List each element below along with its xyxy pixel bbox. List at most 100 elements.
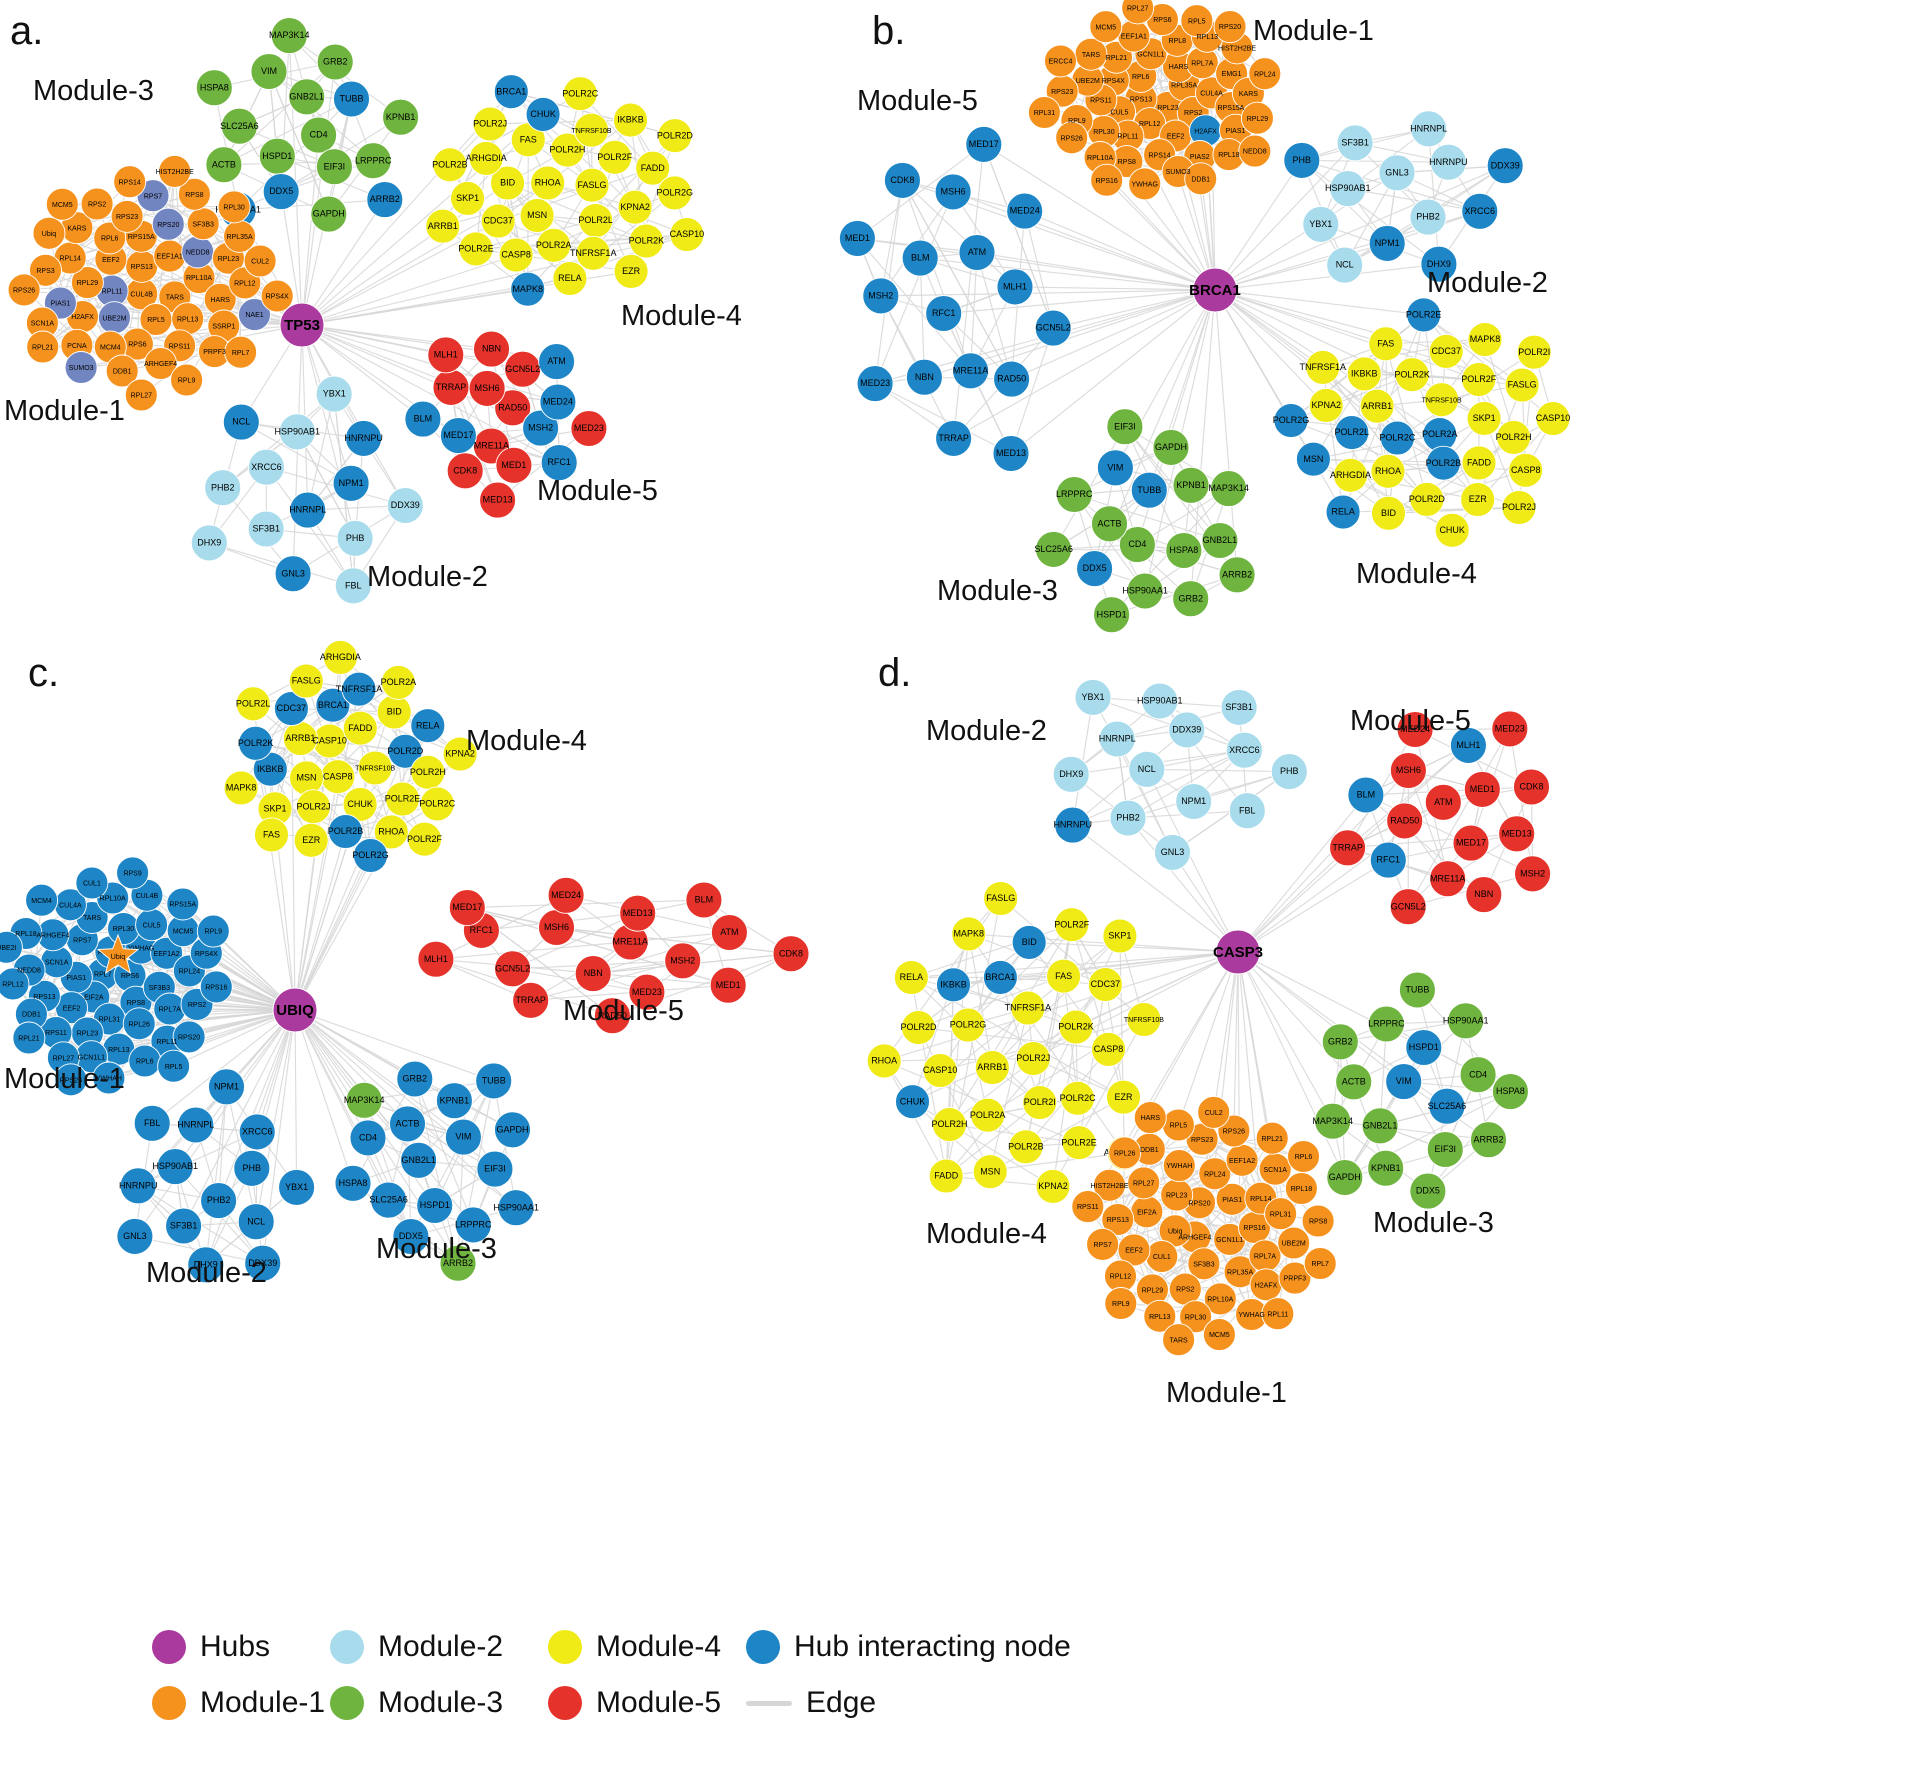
node-label: CD4 — [359, 1133, 377, 1143]
node-label: RPL14 — [59, 256, 81, 263]
node-label: RHOA — [535, 178, 561, 188]
node-label: EEF1A1 — [1121, 34, 1147, 41]
legend-label: Edge — [806, 1686, 877, 1719]
node-label: RPL21 — [1261, 1136, 1283, 1143]
node-label: MRE11A — [474, 441, 509, 451]
node-ARHGDIA — [468, 140, 504, 176]
node-label: CUL4A — [1200, 91, 1223, 98]
node-label: RPS11 — [45, 1030, 67, 1037]
hub-node-TP53 — [279, 302, 325, 348]
node-RPL7 — [1303, 1247, 1337, 1280]
node-label: GAPDH — [1155, 442, 1187, 452]
node-label: MCM4 — [100, 345, 121, 352]
node-label: EZR — [1115, 1092, 1134, 1102]
node-label: EEF1A2 — [1229, 1158, 1255, 1165]
legend-label: Module-1 — [200, 1686, 326, 1719]
node-label: RPS4X — [195, 951, 218, 958]
node-label: DDB1 — [1140, 1147, 1159, 1154]
node-label: RFC1 — [1377, 855, 1401, 865]
node-KPNB1 — [1367, 1149, 1405, 1187]
node-HNRNPL — [289, 491, 327, 529]
node-label: MAPK8 — [226, 783, 257, 793]
node-RPL11 — [1261, 1297, 1295, 1331]
node-POLR2C — [1379, 420, 1415, 456]
node-Ubiq — [1158, 1214, 1192, 1248]
node-MED23 — [1491, 710, 1529, 748]
node-label: RPS6 — [1153, 17, 1171, 24]
node-RPL27 — [124, 378, 158, 412]
node-POLR2J — [1015, 1041, 1051, 1077]
node-MAPK8 — [510, 271, 546, 307]
node-ARRB2 — [1470, 1121, 1507, 1159]
module1-swatch-icon — [152, 1686, 186, 1720]
node-label: HARS — [210, 297, 230, 304]
node-IKBKB — [613, 102, 648, 138]
node-label: TNFRSF10B — [1124, 1017, 1164, 1024]
node-ARHGEF4 — [144, 347, 178, 380]
node-label: RPL9 — [1068, 118, 1086, 125]
node-FADD — [928, 1158, 964, 1194]
node-RPL26 — [122, 1007, 156, 1041]
node-HSP90AB1 — [1141, 682, 1179, 720]
node-YBX1 — [1074, 678, 1112, 716]
node-label: ATM — [547, 356, 565, 366]
node-label: DHX9 — [1059, 769, 1083, 779]
node-label: VIM — [1396, 1076, 1412, 1086]
node-label: NBN — [482, 344, 501, 354]
node-ARRB1 — [425, 208, 461, 244]
node-FBL — [133, 1104, 171, 1142]
node-label: RPL30 — [223, 205, 245, 212]
node-label: RPL30 — [1185, 1314, 1207, 1321]
node-TRRAP — [935, 419, 973, 457]
node-PHB — [336, 519, 374, 557]
node-label: RPS16 — [205, 985, 227, 992]
node-RELA — [410, 708, 446, 744]
node-label: RPL9 — [1112, 1301, 1130, 1308]
module4-swatch-icon — [548, 1630, 582, 1664]
node-DDX5 — [1076, 550, 1114, 588]
node-group: NCLDDX39NPM1HNRNPLXRCC6PHB2HSP90AB1FBLDH… — [866, 678, 1552, 1357]
node-SF3B1 — [1336, 124, 1374, 162]
node-label: RPL6 — [101, 236, 119, 243]
node-label: XRCC6 — [1229, 745, 1260, 755]
node-label: FBL — [1239, 805, 1256, 815]
node-ACTB — [1091, 505, 1128, 543]
node-KPNA2 — [1035, 1168, 1071, 1204]
node-label: RPL13 — [1149, 1314, 1171, 1321]
module3-swatch-icon — [330, 1686, 364, 1720]
node-label: SSRP1 — [212, 324, 235, 331]
node-ARHGDIA — [322, 639, 358, 675]
node-GRB2 — [316, 43, 354, 81]
node-label: ARRB2 — [443, 1258, 473, 1268]
node-label: POLR2F — [407, 834, 443, 844]
node-label: NCL — [247, 1216, 265, 1226]
node-label: POLR2F — [1054, 919, 1090, 929]
node-RAD50 — [993, 360, 1031, 398]
node-EZR — [293, 822, 329, 858]
node-label: KARS — [1239, 91, 1258, 98]
node-label: MED17 — [969, 139, 999, 149]
legend-item-hubs: Hubs — [152, 1630, 330, 1664]
node-label: RPL10A — [100, 896, 126, 903]
node-MED13 — [992, 435, 1030, 472]
node-label: CDK8 — [779, 948, 803, 958]
node-label: LRPPRC — [355, 155, 392, 165]
node-RPL21 — [12, 1021, 46, 1055]
node-MLH1 — [427, 336, 465, 374]
node-label: TARS — [166, 295, 184, 302]
module-label: Module-2 — [367, 561, 488, 593]
node-RPL5 — [157, 1049, 191, 1083]
node-label: GNL3 — [1385, 167, 1409, 177]
node-label: POLR2A — [536, 240, 572, 250]
node-DDX5 — [392, 1218, 430, 1255]
node-label: EIF3I — [1114, 421, 1136, 431]
node-label: ACTB — [395, 1119, 419, 1129]
node-label: RPL23 — [1166, 1193, 1188, 1200]
node-RELA — [893, 960, 929, 995]
node-label: MED24 — [543, 397, 573, 407]
node-ARRB1 — [974, 1050, 1010, 1085]
legend-label: Module-4 — [596, 1630, 722, 1663]
node-RFC1 — [1369, 841, 1407, 879]
node-label: BRCA1 — [318, 700, 348, 710]
node-label: RPS8 — [185, 192, 203, 199]
